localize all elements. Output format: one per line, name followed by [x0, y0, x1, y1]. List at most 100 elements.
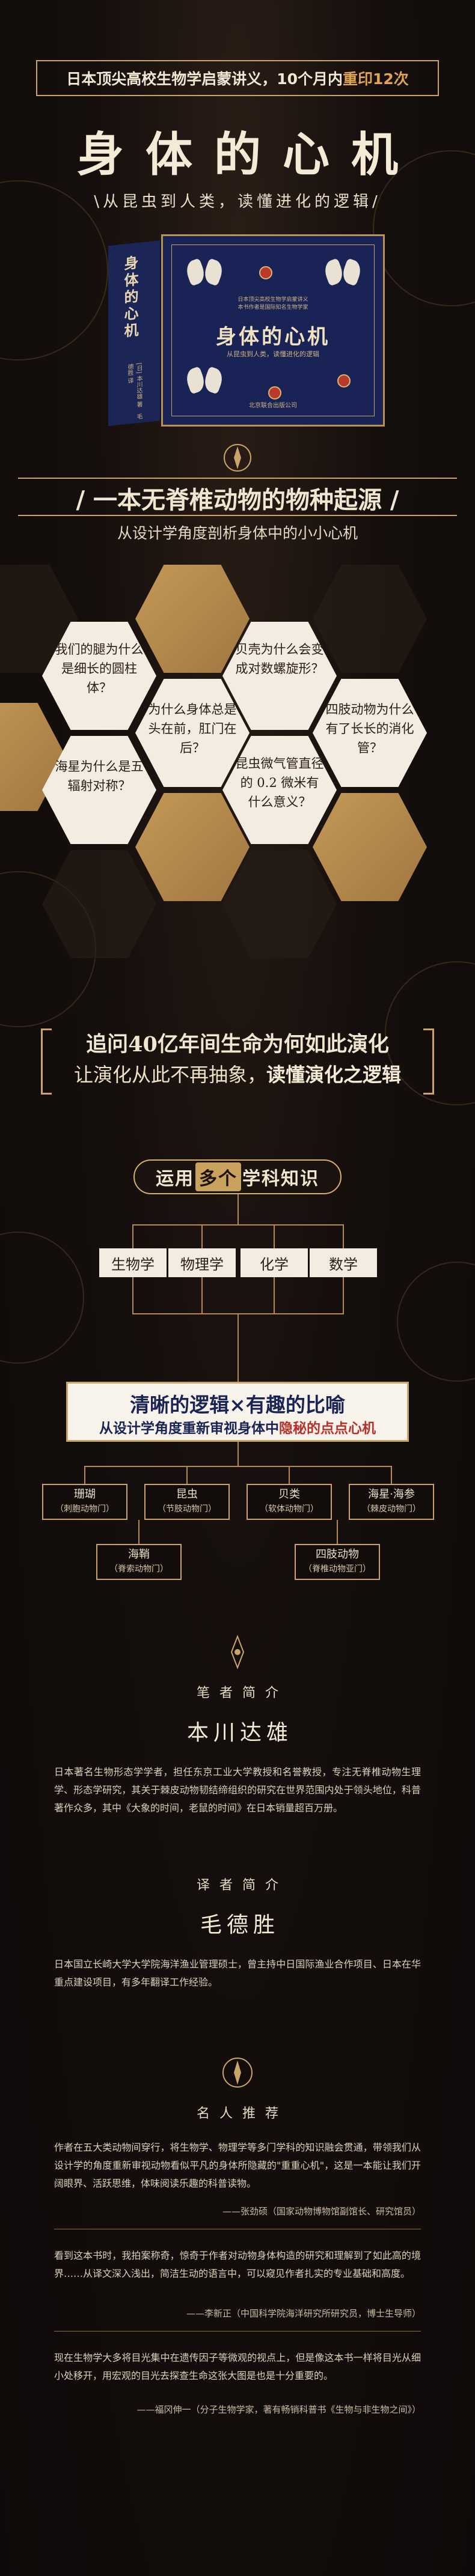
animal-name: 珊瑚 — [74, 1488, 96, 1501]
animal-name: 昆虫 — [176, 1488, 198, 1501]
ornament-icon — [224, 444, 251, 472]
author-name: 本川达雄 — [186, 1721, 293, 1745]
bracket-right — [423, 1028, 434, 1095]
section2-line2-text: 让演化从此不再抽象， — [73, 1063, 266, 1086]
hex-question — [313, 679, 427, 787]
question-text: 海星为什么是五辐射对称？ — [55, 759, 144, 793]
translator-bio: 日本国立长崎大学大学院海洋渔业管理硕士，曾主持中日国际渔业合作项目、日本在华重点… — [54, 1958, 421, 1988]
section2-line1: 追问40亿年间生命为何如此演化 — [86, 1032, 389, 1057]
connector-line — [132, 1224, 343, 1226]
endorse-author-3: ——福冈伸一（分子生物学家，著有畅销科普书《生物与非生物之间》） — [136, 2404, 421, 2415]
page-subtitle: \从昆虫到人类，读懂进化的逻辑/ — [94, 193, 381, 211]
book-cover: 身体的心机 [日] 本川达雄 著 毛德胜 译 日本顶尖高校生物学启蒙讲义 本书作… — [108, 234, 385, 427]
animal-group: （节肢动物门） — [158, 1504, 216, 1514]
pill-text: 运用 — [156, 1168, 194, 1189]
animal-name: 四肢动物 — [316, 1548, 359, 1561]
question-text: 为什么身体总是头在前，肛门在后？ — [148, 702, 237, 755]
banner-accent: 重印12次 — [343, 70, 409, 88]
pill-highlight: 多个 — [195, 1162, 241, 1191]
question-text: 我们的腿为什么是细长的圆柱体？ — [55, 642, 144, 695]
animal-box-tetrapod: 四肢动物 （脊椎动物亚门） — [295, 1544, 380, 1580]
decor-swirl — [0, 1232, 84, 1364]
bracket-left — [41, 1028, 52, 1095]
flower-icon — [268, 386, 281, 399]
butterfly-icon — [183, 258, 225, 288]
animal-group: （脊索动物门） — [109, 1564, 168, 1574]
section2-line2: 让演化从此不再抽象，读懂演化之逻辑 — [48, 1060, 427, 1087]
cover-subtitle: 从昆虫到人类，读懂进化的逻辑 — [227, 350, 319, 358]
subject-math: 数学 — [310, 1248, 377, 1277]
page-title: 身体的心机 — [76, 127, 420, 182]
endorse-quote-1: 作者在五大类动物间穿行，将生物学、物理学等多门学科的知识融会贯通，带领我们从设计… — [54, 2142, 421, 2189]
connector-line — [201, 1277, 203, 1313]
subject-pill: 运用多个学科知识 — [133, 1159, 342, 1194]
endorse-quote-3: 现在生物学大多将目光集中在遗传因子等微观的视点上，但是像这本书一样将目光从细小处… — [54, 2352, 421, 2381]
decor-swirl — [397, 1262, 475, 1382]
connector-line — [238, 1194, 239, 1224]
connector-line — [289, 1466, 290, 1484]
flower-icon — [337, 374, 351, 387]
ornament-icon — [222, 2058, 253, 2088]
connector-line — [274, 1224, 275, 1248]
connector-line — [337, 1520, 338, 1544]
animal-box-tunicate: 海鞘 （脊索动物门） — [96, 1544, 182, 1580]
connector-line — [186, 1466, 188, 1484]
connector-line — [343, 1224, 344, 1248]
connector-line — [138, 1520, 139, 1544]
subject-physics: 物理学 — [168, 1248, 236, 1277]
question-text: 四肢动物为什么有了长长的消化管？ — [325, 702, 414, 755]
hex-tile — [313, 565, 427, 673]
banner-text: 日本顶尖高校生物学启蒙讲义，10个月内 — [66, 70, 343, 88]
book-front: 日本顶尖高校生物学启蒙讲义 本书作者是国际知名生物学家 身体的心机 从昆虫到人类… — [161, 234, 385, 427]
connector-line — [201, 1224, 203, 1248]
logic-subtitle-text: 从设计学角度重新审视身体中 — [99, 1420, 279, 1436]
hex-tile — [313, 793, 427, 901]
flower-icon — [259, 266, 272, 279]
ornament-icon — [230, 1635, 245, 1669]
question-text: 贝壳为什么会变成对数螺旋形？ — [235, 642, 324, 676]
section2-line2-bold: 读懂演化之逻辑 — [266, 1063, 402, 1086]
question-text: 昆虫微气管直径的 0.2 微米有什么意义？ — [235, 756, 324, 809]
book-spine: 身体的心机 [日] 本川达雄 著 毛德胜 译 — [108, 240, 161, 427]
pill-text: 学科知识 — [242, 1168, 319, 1189]
animal-group: （刺胞动物门） — [55, 1504, 114, 1514]
endorse-label: 名人推荐 — [196, 2106, 288, 2121]
connector-line — [238, 1313, 239, 1382]
connector-line — [238, 1442, 239, 1466]
top-banner: 日本顶尖高校生物学启蒙讲义，10个月内重印12次 — [36, 60, 439, 96]
spine-author: [日] 本川达雄 著 毛德胜 译 — [126, 362, 142, 420]
animal-name: 海星·海参 — [368, 1488, 415, 1501]
section-subtitle: 从设计学角度剖析身体中的小小心机 — [117, 524, 358, 542]
endorse-author-2: ——李新正（中国科学院海洋研究所研究员，博士生导师） — [186, 2308, 421, 2319]
butterfly-icon — [183, 366, 225, 396]
cover-publisher: 北京联合出版公司 — [249, 402, 297, 409]
logic-subtitle-highlight: 隐秘的点点心机 — [279, 1420, 376, 1436]
connector-line — [84, 1466, 392, 1467]
connector-line — [274, 1277, 275, 1313]
animal-box-shellfish: 贝类 （软体动物门） — [247, 1484, 332, 1520]
section-title: / 一本无脊椎动物的物种起源 / — [76, 486, 399, 514]
section-title-bar — [18, 478, 457, 516]
author-label: 笔者简介 — [196, 1686, 288, 1701]
animal-name: 贝类 — [278, 1488, 300, 1501]
logic-subtitle: 从设计学角度重新审视身体中隐秘的点点心机 — [66, 1417, 409, 1437]
animal-box-insect: 昆虫 （节肢动物门） — [144, 1484, 230, 1520]
butterfly-icon — [322, 258, 364, 288]
animal-box-coral: 珊瑚 （刺胞动物门） — [42, 1484, 127, 1520]
animal-name: 海鞘 — [128, 1548, 150, 1561]
author-bio: 日本著名生物形态学学者，担任东京工业大学教授和名誉教授，专注无脊椎动物生理学、形… — [54, 1766, 421, 1814]
animal-group: （软体动物门） — [260, 1504, 319, 1514]
endorse-quote-2: 看到这本书时，我拍案称奇，惊奇于作者对动物身体构造的研究和理解到了如此高的境界…… — [54, 2250, 421, 2279]
animal-group: （脊椎动物亚门） — [304, 1564, 371, 1574]
animal-group: （棘皮动物门） — [362, 1504, 421, 1514]
connector-line — [84, 1466, 85, 1484]
cover-title: 身体的心机 — [216, 325, 330, 349]
connector-line — [132, 1277, 133, 1313]
translator-label: 译者简介 — [196, 1878, 288, 1893]
cover-note: 日本顶尖高校生物学启蒙讲义 本书作者是国际知名生物学家 — [238, 297, 308, 311]
logic-title: 清晰的逻辑×有趣的比喻 — [130, 1393, 345, 1417]
endorse-author-1: ——张劲硕（国家动物博物馆副馆长、研究馆员） — [222, 2206, 421, 2217]
connector-line — [391, 1466, 392, 1484]
logic-box — [66, 1382, 409, 1442]
